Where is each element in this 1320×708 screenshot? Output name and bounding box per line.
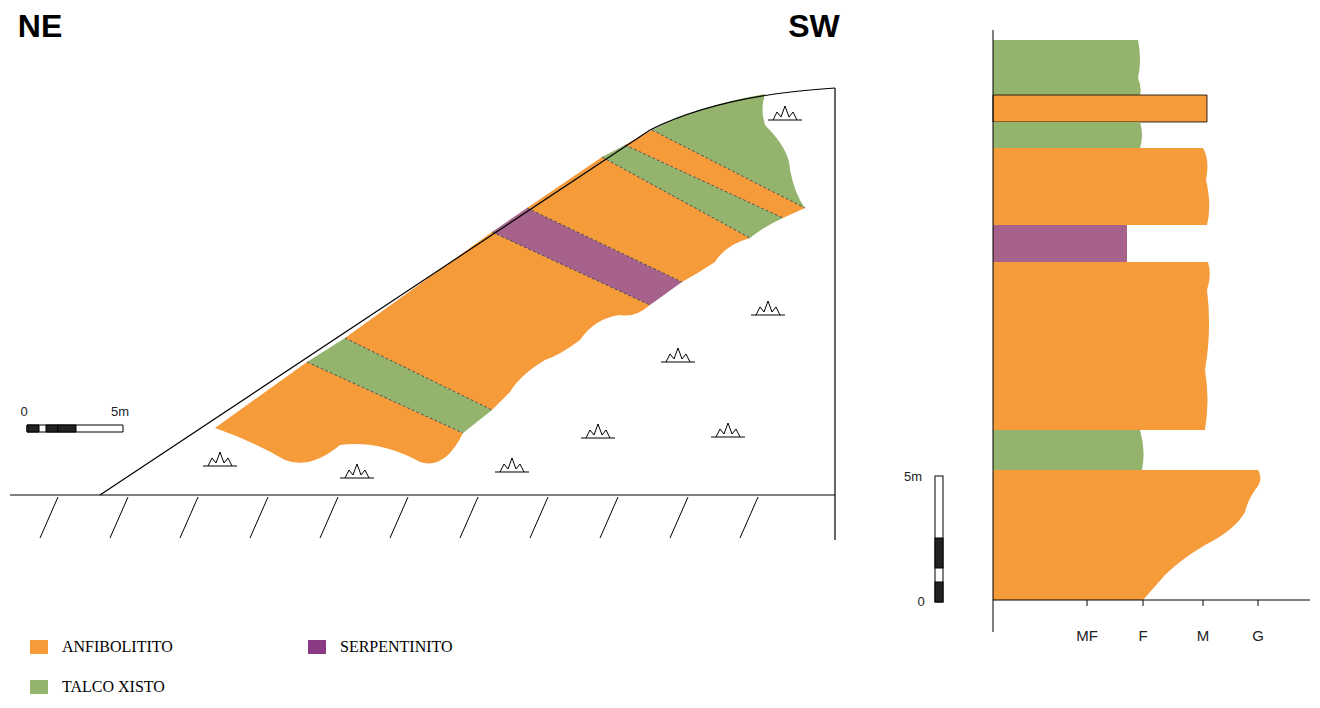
legend-text: TALCO XISTO (62, 678, 165, 696)
legend-text: SERPENTINITO (340, 638, 453, 656)
amphibolite-layer (993, 262, 1210, 430)
legend-swatch (30, 680, 48, 694)
legend-entry: ANFIBOLITITO (30, 638, 173, 656)
stratigraphic-column (935, 30, 1310, 632)
talc-schist-band (652, 94, 805, 208)
column-scale-bar (935, 476, 943, 602)
slope-profile (100, 88, 835, 495)
ground-hatching (40, 497, 758, 538)
grain-size-axis (993, 600, 1310, 601)
legend-entry: TALCO XISTO (30, 678, 165, 696)
scale-bar (27, 425, 123, 432)
amphibolite-layer (993, 148, 1209, 225)
column-axis (993, 30, 994, 632)
legend-swatch (308, 640, 326, 654)
section-border (834, 88, 835, 540)
amphibolite-layer (993, 470, 1260, 600)
talc-schist-layer (993, 430, 1144, 470)
legend-swatch (30, 640, 48, 654)
cross-section (10, 88, 835, 540)
talc-schist-layer (993, 122, 1142, 148)
serpentinite-layer (993, 225, 1127, 262)
compass-direction: NE (18, 10, 62, 42)
scale-value: 5m (111, 405, 129, 418)
scale-value: 5m (904, 470, 922, 483)
amphibolite-layer (993, 95, 1207, 122)
ground-line (10, 494, 835, 495)
contact-lines (307, 130, 805, 433)
scale-value: 0 (917, 595, 924, 608)
grain-size-label: F (1138, 628, 1147, 643)
grain-size-label: G (1252, 628, 1264, 643)
legend-text: ANFIBOLITITO (62, 638, 173, 656)
talc-schist-layer (993, 40, 1141, 95)
compass-direction: SW (788, 10, 840, 42)
grain-size-ticks (1087, 600, 1258, 606)
grass-symbols (203, 106, 802, 478)
grain-size-label: M (1197, 628, 1210, 643)
scale-value: 0 (20, 405, 27, 418)
legend-entry: SERPENTINITO (308, 638, 453, 656)
grain-size-label: MF (1076, 628, 1098, 643)
